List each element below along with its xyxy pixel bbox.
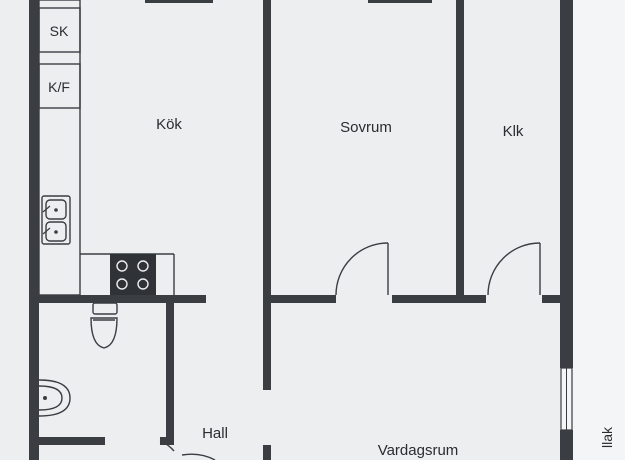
sink-icon — [41, 195, 71, 245]
kitchen-counter — [38, 0, 81, 296]
bedroom-door — [335, 242, 389, 296]
walls — [29, 0, 573, 460]
window-top-kitchen — [145, 0, 213, 3]
hall-door — [159, 440, 216, 460]
room-label-living-room: Vardagsrum — [378, 442, 459, 459]
room-label-klk: Klk — [503, 123, 524, 140]
toilet-icon — [90, 302, 118, 349]
washbasin-icon — [38, 379, 71, 417]
klk-door — [487, 242, 541, 296]
room-label-hall: Hall — [202, 425, 228, 442]
fridge-freezer-label: K/F — [48, 79, 70, 95]
exterior-strip — [573, 0, 625, 460]
edge-text: llak — [599, 426, 615, 448]
storage-cabinet — [38, 7, 81, 53]
room-label-bedroom: Sovrum — [340, 119, 392, 136]
fridge-freezer — [38, 63, 81, 109]
stove-icon — [110, 254, 156, 295]
storage-cabinet-label: SK — [50, 23, 69, 39]
window — [560, 367, 573, 431]
room-label-kitchen: Kök — [156, 116, 182, 133]
window-top-bedroom — [368, 0, 432, 3]
